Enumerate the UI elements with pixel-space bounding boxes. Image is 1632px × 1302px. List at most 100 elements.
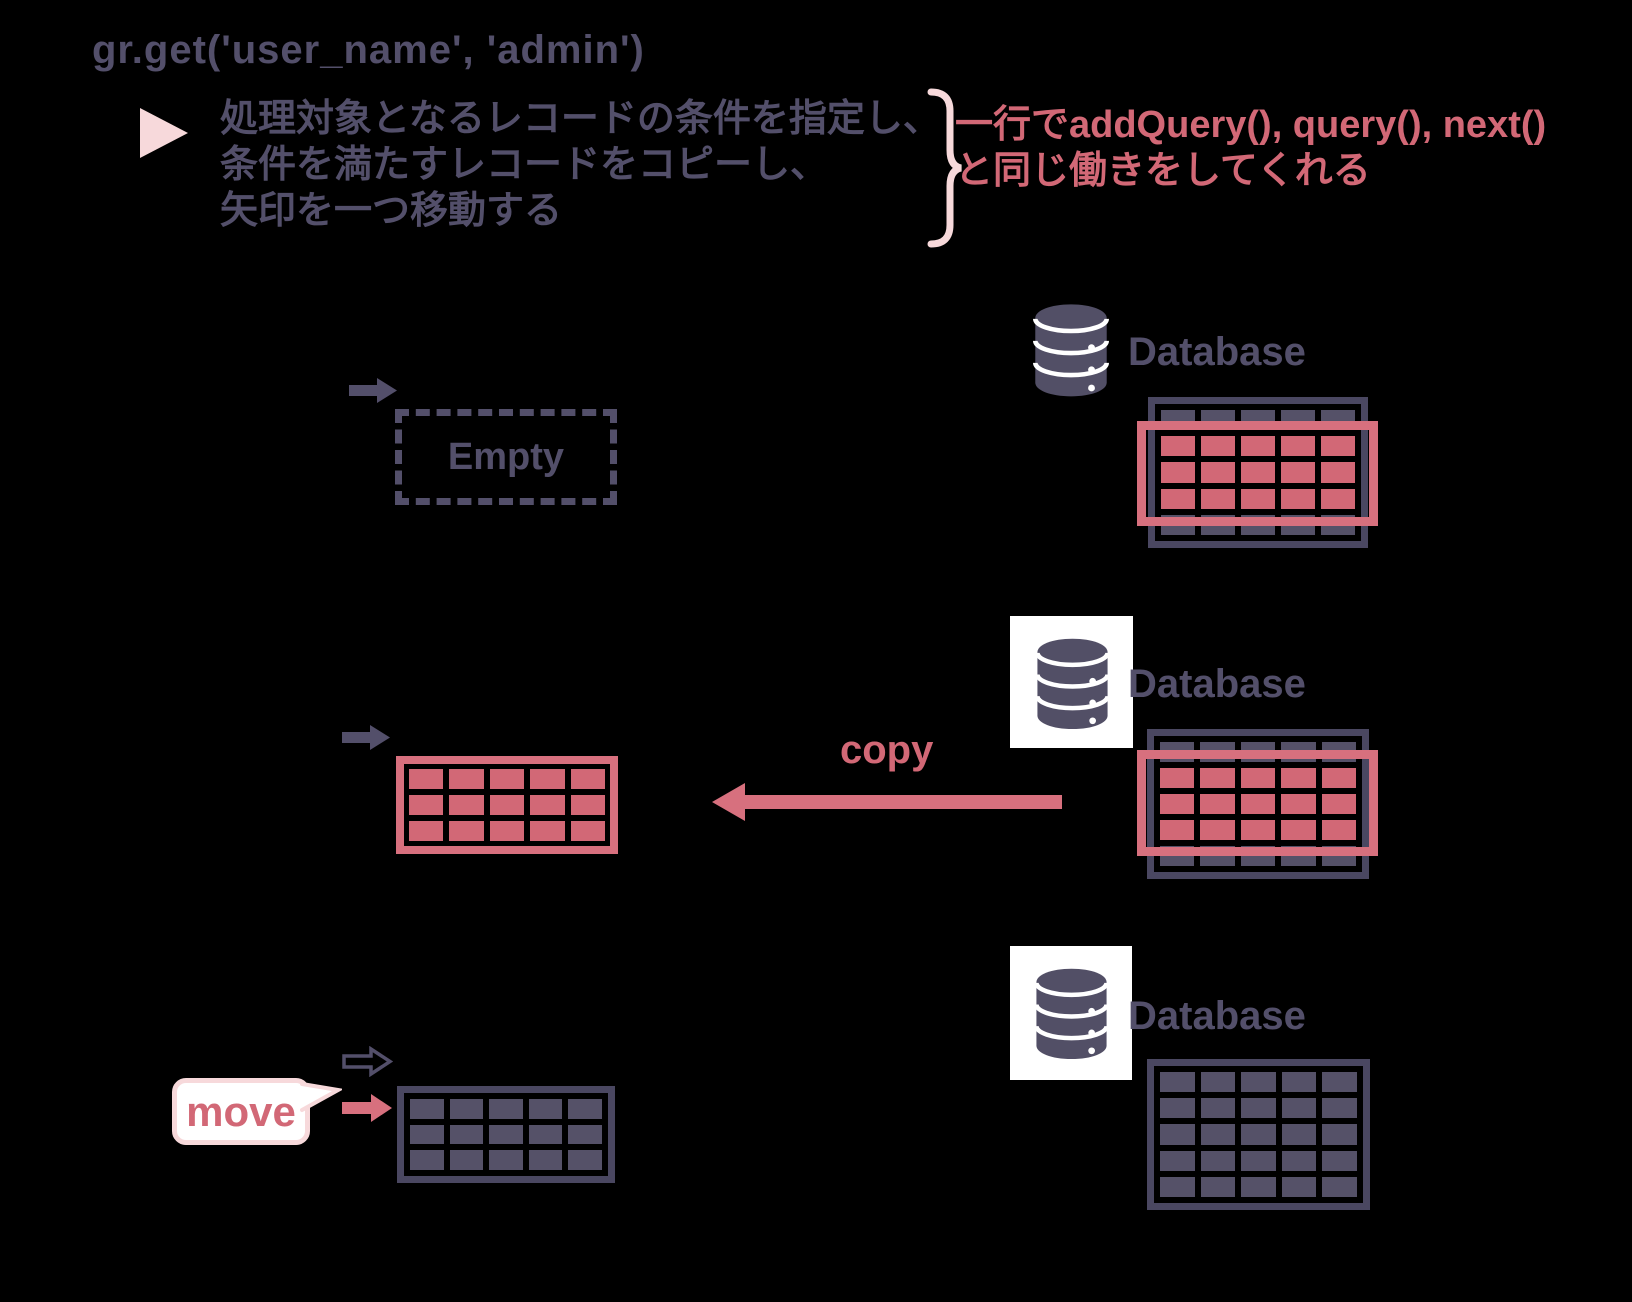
table-cell [449, 1099, 484, 1119]
empty-record-box: Empty [395, 409, 617, 505]
pointer-arrow-icon [342, 725, 390, 750]
table-cell [570, 769, 605, 789]
table-cell [1200, 1098, 1236, 1119]
table-cell [1281, 768, 1316, 788]
table-cell [489, 769, 525, 789]
table-cell [1200, 1150, 1236, 1171]
table-cell [1322, 1098, 1357, 1119]
table-cell [1160, 820, 1195, 840]
table-cell [1281, 1098, 1317, 1119]
database-icon [1035, 638, 1110, 730]
description-text: 処理対象となるレコードの条件を指定し、 条件を満たすレコードをコピーし、 矢印を… [220, 96, 941, 234]
database-label-bottom: Database [1128, 994, 1306, 1038]
table-cell [409, 821, 444, 841]
table-cell [449, 795, 484, 815]
curly-brace-icon [927, 88, 962, 248]
query-highlight-rect-middle [1137, 750, 1378, 856]
database-icon [1033, 304, 1109, 397]
table-cell [449, 769, 484, 789]
database-icon [1034, 968, 1109, 1060]
table-cell [1200, 1072, 1236, 1093]
table-cell [1281, 1124, 1317, 1145]
table-cell [1160, 1072, 1195, 1093]
table-cell [1240, 794, 1276, 814]
table-cell [1200, 794, 1235, 814]
table-cell [1281, 1176, 1317, 1197]
table-cell [1161, 436, 1195, 457]
table-cell [1201, 488, 1235, 509]
table-cell [1240, 820, 1276, 840]
table-cell [1200, 1176, 1236, 1197]
table-cell [1241, 1072, 1276, 1093]
table-cell [489, 1124, 523, 1145]
annotation-line-1: 一行でaddQuery(), query(), next() [955, 104, 1547, 146]
annotation-text: 一行でaddQuery(), query(), next() と同じ働きをしてく… [955, 102, 1546, 194]
table-cell [1322, 1124, 1357, 1145]
table-cell [1200, 1124, 1236, 1145]
table-cell [1281, 1072, 1317, 1093]
code-title: gr.get('user_name', 'admin') [92, 28, 645, 72]
database-icon-background [1010, 946, 1132, 1080]
table-cell [530, 795, 565, 815]
table-cell [1241, 1124, 1276, 1145]
table-cell [1200, 768, 1235, 788]
table-cell [1281, 436, 1315, 457]
table-cell [1281, 1150, 1317, 1171]
table-cell [489, 795, 525, 815]
moved-record-table [397, 1086, 615, 1183]
table-cell [1281, 462, 1315, 483]
table-cell [410, 1099, 444, 1119]
table-cell [1160, 1150, 1195, 1171]
table-cell [568, 1099, 602, 1119]
table-cell [1240, 768, 1276, 788]
table-cell [1241, 1098, 1276, 1119]
empty-label: Empty [447, 435, 565, 478]
table-cell [1281, 794, 1316, 814]
table-cell [1161, 488, 1195, 509]
table-cell [1321, 488, 1355, 509]
table-cell [1241, 1150, 1276, 1171]
table-cell [1201, 436, 1235, 457]
copy-label: copy [840, 728, 934, 772]
table-cell [409, 795, 444, 815]
previous-pointer-outline-arrow-icon [342, 1046, 393, 1077]
query-highlight-rect-top [1137, 421, 1378, 526]
pointer-arrow-icon [349, 378, 397, 403]
table-cell [1241, 436, 1275, 457]
table-cell [1241, 1176, 1276, 1197]
table-cell [1281, 820, 1316, 840]
table-cell [530, 769, 565, 789]
table-cell [1321, 462, 1355, 483]
table-cell [449, 1124, 484, 1145]
table-cell [1321, 768, 1356, 788]
table-cell [489, 1099, 523, 1119]
database-table-bottom [1147, 1059, 1370, 1210]
annotation-line-2: と同じ働きをしてくれる [955, 150, 1371, 192]
table-cell [409, 769, 444, 789]
database-label-middle: Database [1128, 662, 1306, 706]
table-cell [568, 1124, 602, 1145]
table-cell [410, 1150, 444, 1170]
table-cell [1201, 462, 1235, 483]
table-cell [449, 1150, 484, 1170]
table-cell [489, 821, 525, 841]
table-cell [1322, 1176, 1357, 1197]
table-cell [1241, 488, 1275, 509]
database-label-top: Database [1128, 330, 1306, 374]
table-cell [528, 1124, 563, 1145]
database-icon-background [1010, 616, 1133, 748]
table-cell [1160, 1176, 1195, 1197]
table-cell [1321, 794, 1356, 814]
table-cell [449, 821, 484, 841]
table-cell [1200, 820, 1235, 840]
move-label: move [186, 1087, 296, 1135]
move-speech-bubble: move [172, 1078, 310, 1145]
table-cell [1241, 462, 1275, 483]
copy-arrow-icon [712, 783, 1062, 821]
table-cell [410, 1124, 444, 1145]
table-cell [1322, 1072, 1357, 1093]
table-cell [1161, 462, 1195, 483]
table-cell [1160, 768, 1195, 788]
table-cell [528, 1099, 563, 1119]
table-cell [568, 1150, 602, 1170]
